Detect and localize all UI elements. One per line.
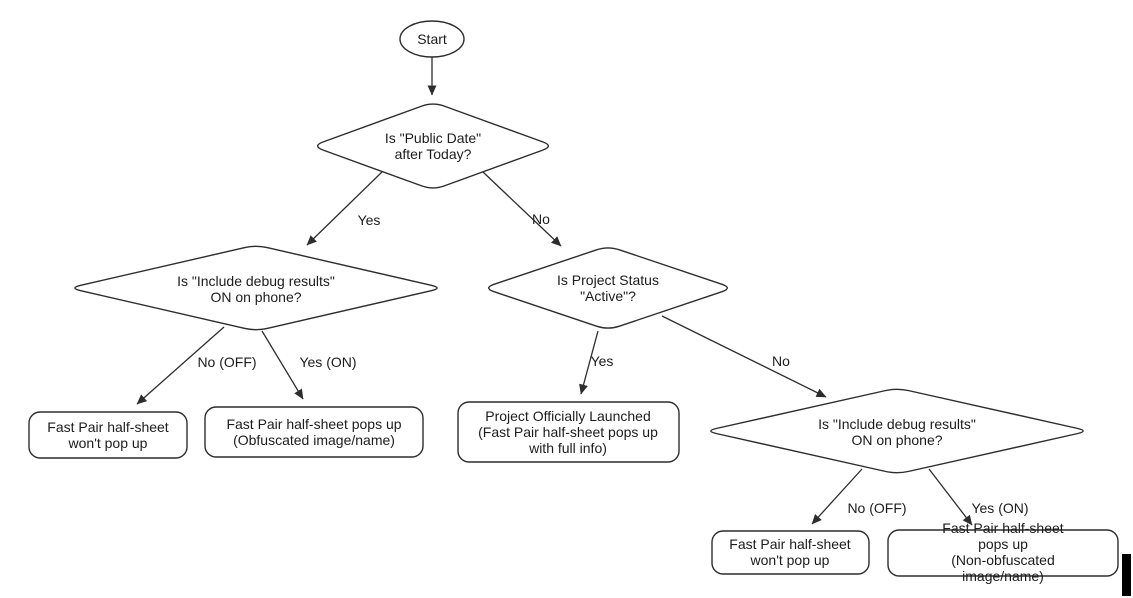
edge-label-public-date-no: No [532, 211, 550, 227]
edge-project-status-yes [579, 330, 599, 395]
result-obfuscated-label: Fast Pair half-sheet pops up (Obfuscated… [226, 416, 402, 448]
result-no-popup-left-shape [28, 411, 188, 459]
decision-project-status-shape [487, 247, 729, 329]
edge-debug-right-no [811, 468, 863, 525]
edge-label-public-date-yes: Yes [357, 212, 381, 228]
start-node-label: Start [417, 31, 447, 47]
edge-public-date-yes [306, 171, 383, 246]
edge-label-debug-right-yes: Yes (ON) [971, 500, 1029, 516]
edge-label-debug-left-no: No (OFF) [197, 354, 257, 370]
edge-label-project-status-yes: Yes [590, 353, 614, 369]
edge-project-status-no [661, 315, 827, 398]
result-no-popup-right-shape [711, 530, 870, 575]
edge-debug-left-yes [261, 330, 304, 400]
edge-public-date-no [482, 171, 562, 247]
decision-project-status-label: Is Project Status "Active"? [557, 272, 659, 304]
result-obfuscated-shape [204, 406, 424, 458]
text-cursor-bar [1122, 554, 1131, 596]
result-no-popup-left-label: Fast Pair half-sheet won't pop up [47, 419, 169, 451]
result-non-obfuscated-shape [887, 529, 1119, 577]
decision-public-date-label: Is "Public Date" after Today? [384, 130, 482, 162]
result-launched-shape [457, 401, 680, 463]
edge-label-project-status-no: No [772, 353, 790, 369]
edge-label-debug-right-no: No (OFF) [847, 500, 907, 516]
decision-debug-right-shape [710, 388, 1084, 474]
result-launched-label: Project Officially Launched (Fast Pair h… [478, 408, 658, 456]
edge-debug-right-yes [928, 468, 973, 526]
decision-debug-left-shape [74, 245, 438, 331]
decision-debug-left-label: Is "Include debug results" ON on phone? [177, 273, 335, 305]
start-node-shape [399, 20, 465, 58]
result-no-popup-right-label: Fast Pair half-sheet won't pop up [729, 536, 851, 568]
result-non-obfuscated-label: Fast Pair half-sheet pops up (Non-obfusc… [942, 520, 1064, 584]
edge-label-debug-left-yes: Yes (ON) [299, 354, 357, 370]
decision-public-date-shape [316, 103, 550, 189]
decision-debug-right-label: Is "Include debug results" ON on phone? [818, 416, 976, 448]
edge-debug-left-no [136, 326, 225, 405]
